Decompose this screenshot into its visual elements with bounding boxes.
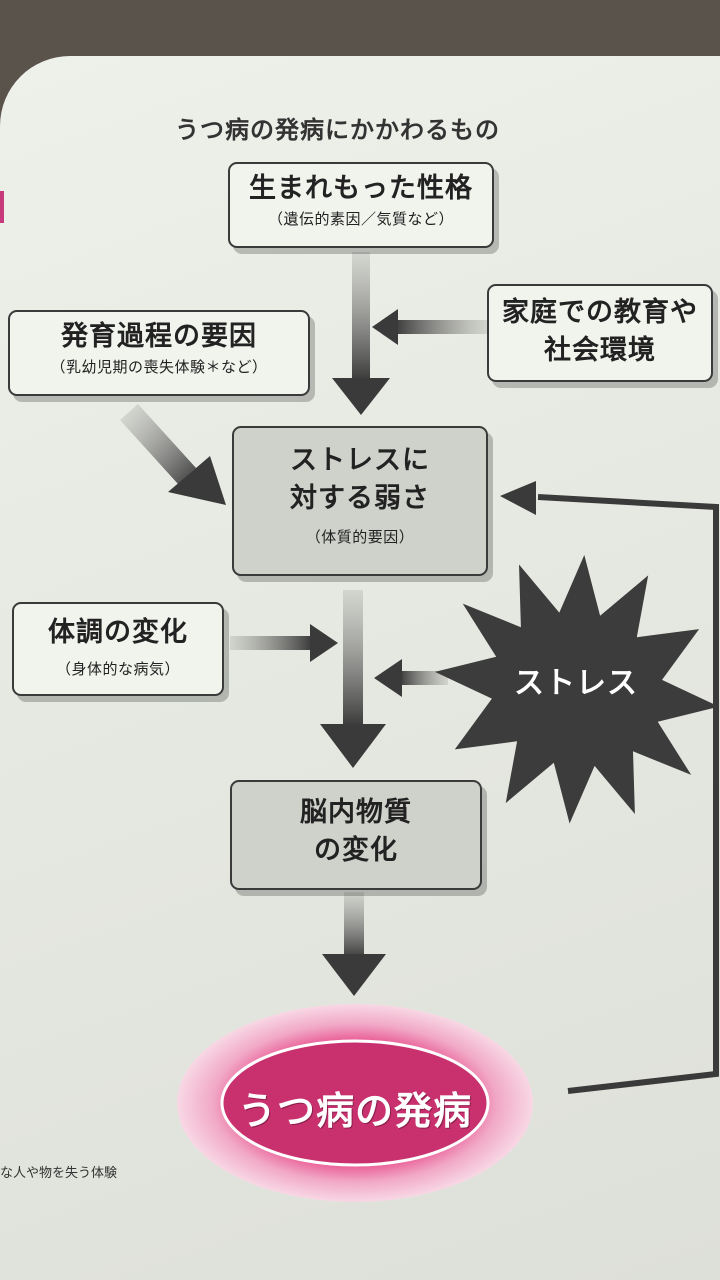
- node-family-education-line1: 家庭での教育や: [502, 297, 698, 328]
- node-physical-change-sub: （身体的な病気）: [55, 660, 180, 678]
- node-stress-vulnerability: ストレスに 対する弱さ （体質的要因）: [232, 426, 488, 576]
- node-family-education: 家庭での教育や 社会環境: [487, 284, 713, 382]
- section-tab: [0, 191, 4, 223]
- node-developmental-factors-title: 発育過程の要因: [61, 321, 257, 352]
- onset-ellipse: [177, 1004, 533, 1202]
- node-stress-vulnerability-line1: ストレスに: [290, 445, 430, 476]
- onset-label: うつ病の発病: [237, 1089, 472, 1133]
- node-stress-vulnerability-sub: （体質的要因）: [305, 528, 415, 546]
- arrow-personality-to-vulnerability: [332, 252, 390, 415]
- arrow-family-to-line: [372, 309, 487, 345]
- page: うつ病の発病にかかわるもの 生まれもった性格 （遺伝的素因／気質など） 家庭での…: [0, 56, 720, 1280]
- stress-burst-label: ストレス: [514, 666, 638, 701]
- node-brain-substance-line2: の変化: [314, 835, 398, 866]
- arrow-vulnerability-to-brain: [320, 590, 386, 768]
- arrow-brain-to-onset: [322, 892, 386, 996]
- node-developmental-factors-sub: （乳幼児期の喪失体験＊など）: [50, 358, 268, 376]
- diagram-heading: うつ病の発病にかかわるもの: [175, 116, 500, 144]
- stress-burst-shape: [434, 555, 719, 824]
- node-brain-substance: 脳内物質 の変化: [230, 780, 482, 890]
- arrows-layer: [120, 252, 719, 1202]
- footnote: な人や物を失う体験: [0, 1166, 118, 1181]
- node-brain-substance-line1: 脳内物質: [300, 797, 412, 828]
- arrow-stress-to-line: [374, 659, 448, 697]
- node-physical-change-title: 体調の変化: [48, 617, 188, 648]
- node-developmental-factors: 発育過程の要因 （乳幼児期の喪失体験＊など）: [8, 310, 310, 396]
- node-innate-personality-sub: （遺伝的素因／気質など）: [267, 210, 454, 228]
- arrow-development-to-vulnerability: [120, 404, 226, 505]
- node-physical-change: 体調の変化 （身体的な病気）: [12, 602, 224, 696]
- arrow-physical-to-line: [230, 624, 338, 662]
- node-innate-personality: 生まれもった性格 （遺伝的素因／気質など）: [228, 162, 494, 248]
- node-innate-personality-title: 生まれもった性格: [249, 173, 473, 204]
- node-family-education-line2: 社会環境: [544, 335, 656, 366]
- feedback-loop-line: [500, 481, 719, 1094]
- node-stress-vulnerability-line2: 対する弱さ: [290, 483, 430, 514]
